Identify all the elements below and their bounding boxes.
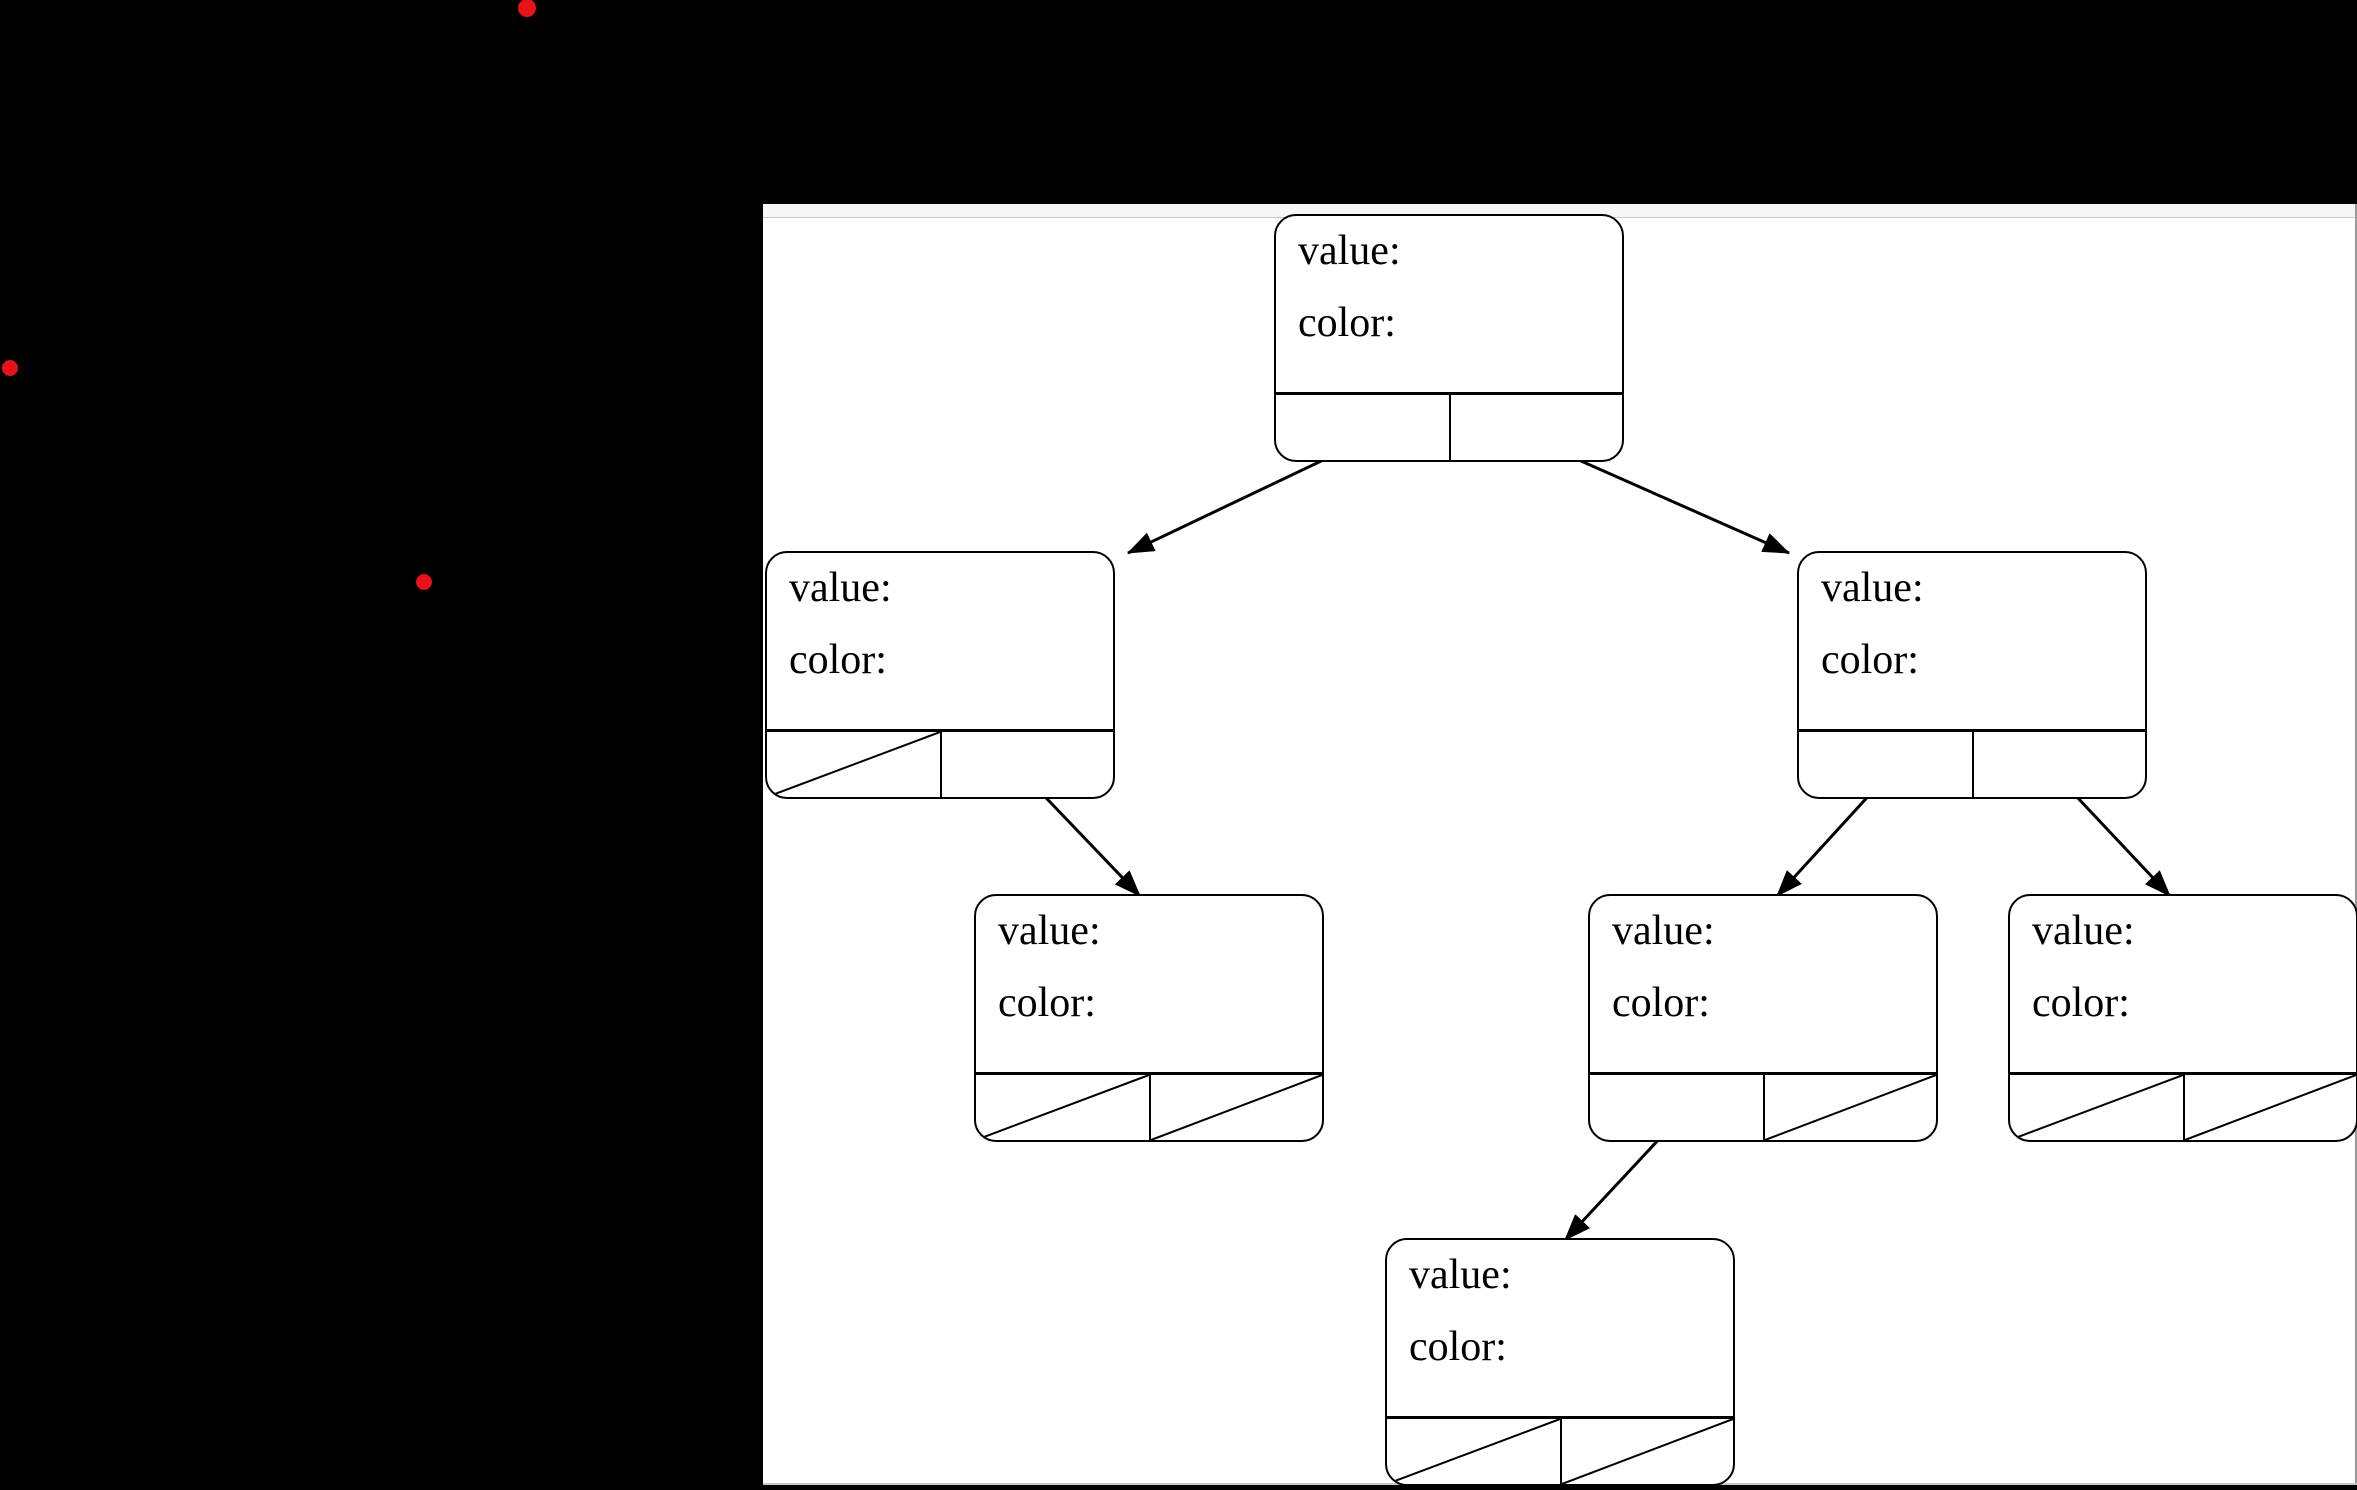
null-pointer-slash-icon <box>2185 1075 2356 1140</box>
node-color-label: color: <box>1612 980 1710 1026</box>
node-left-pointer-cell[interactable] <box>1387 1419 1560 1484</box>
null-pointer-slash-icon <box>767 732 940 797</box>
null-pointer-slash-icon <box>1151 1075 1322 1140</box>
node-fields: value: color: <box>976 896 1322 1076</box>
cursor-marker-top <box>518 0 536 17</box>
tree-node-right-right[interactable]: value: color: <box>2008 894 2357 1142</box>
node-right-pointer-cell[interactable] <box>1149 1075 1322 1140</box>
node-color-label: color: <box>1298 300 1396 346</box>
tree-node-right-left-left[interactable]: value: color: <box>1385 1238 1735 1486</box>
node-left-pointer-cell[interactable] <box>976 1075 1149 1140</box>
tree-node-right-left[interactable]: value: color: <box>1588 894 1938 1142</box>
node-fields: value: color: <box>767 553 1113 733</box>
node-fields: value: color: <box>1799 553 2145 733</box>
node-color-label: color: <box>789 637 887 683</box>
node-pointer-row <box>767 729 1113 797</box>
null-pointer-slash-icon <box>1562 1419 1733 1484</box>
tree-node-right[interactable]: value: color: <box>1797 551 2147 799</box>
node-left-pointer-cell[interactable] <box>1590 1075 1763 1140</box>
cursor-marker-middle <box>416 574 432 590</box>
node-pointer-row <box>1387 1416 1733 1484</box>
node-color-label: color: <box>1409 1324 1507 1370</box>
node-color-label: color: <box>2032 980 2130 1026</box>
node-fields: value: color: <box>1590 896 1936 1076</box>
node-pointer-row <box>976 1072 1322 1140</box>
node-pointer-row <box>1799 729 2145 797</box>
node-left-pointer-cell[interactable] <box>2010 1075 2183 1140</box>
node-value-label: value: <box>1298 228 1401 274</box>
node-value-label: value: <box>1612 908 1715 954</box>
node-pointer-row <box>1590 1072 1936 1140</box>
node-value-label: value: <box>1821 565 1924 611</box>
node-value-label: value: <box>789 565 892 611</box>
node-right-pointer-cell[interactable] <box>2183 1075 2356 1140</box>
node-left-pointer-cell[interactable] <box>767 732 940 797</box>
node-color-label: color: <box>998 980 1096 1026</box>
tree-node-left[interactable]: value: color: <box>765 551 1115 799</box>
node-right-pointer-cell[interactable] <box>940 732 1113 797</box>
node-value-label: value: <box>998 908 1101 954</box>
node-value-label: value: <box>1409 1252 1512 1298</box>
viewer-right-edge <box>2355 204 2357 1485</box>
node-right-pointer-cell[interactable] <box>1560 1419 1733 1484</box>
tree-node-root[interactable]: value: color: <box>1274 214 1624 462</box>
null-pointer-slash-icon <box>1387 1419 1560 1484</box>
node-right-pointer-cell[interactable] <box>1763 1075 1936 1140</box>
node-color-label: color: <box>1821 637 1919 683</box>
node-fields: value: color: <box>1276 216 1622 396</box>
node-value-label: value: <box>2032 908 2135 954</box>
tree-node-left-right[interactable]: value: color: <box>974 894 1324 1142</box>
node-left-pointer-cell[interactable] <box>1799 732 1972 797</box>
cursor-marker-left <box>2 360 18 376</box>
node-right-pointer-cell[interactable] <box>1449 395 1622 460</box>
node-right-pointer-cell[interactable] <box>1972 732 2145 797</box>
node-fields: value: color: <box>2010 896 2356 1076</box>
node-pointer-row <box>2010 1072 2356 1140</box>
null-pointer-slash-icon <box>2010 1075 2183 1140</box>
node-left-pointer-cell[interactable] <box>1276 395 1449 460</box>
node-fields: value: color: <box>1387 1240 1733 1420</box>
null-pointer-slash-icon <box>1765 1075 1936 1140</box>
node-pointer-row <box>1276 392 1622 460</box>
null-pointer-slash-icon <box>976 1075 1149 1140</box>
